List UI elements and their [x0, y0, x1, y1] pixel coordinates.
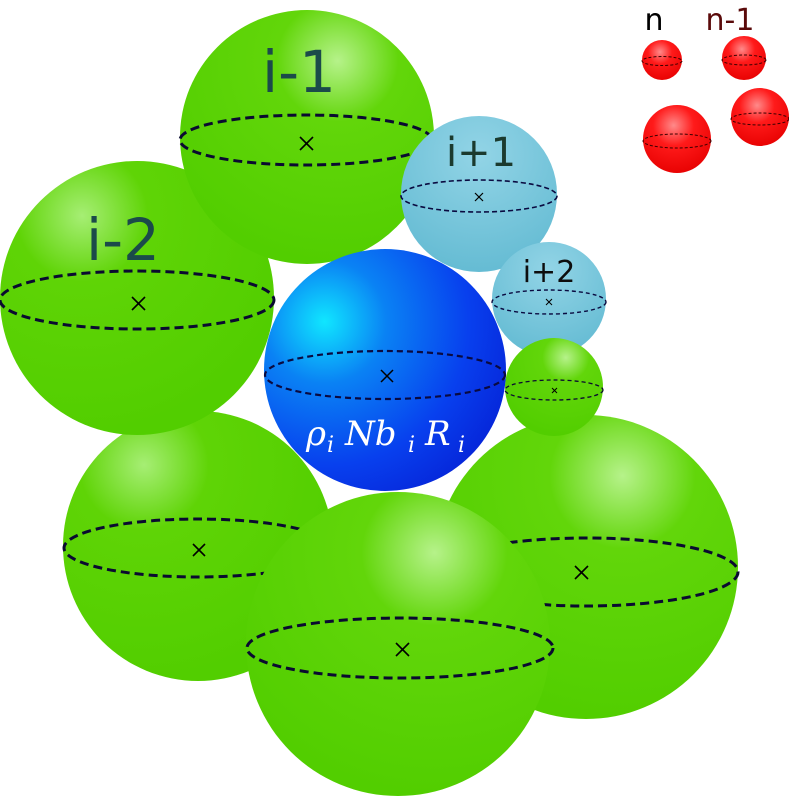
label-nb-subscript: i	[408, 433, 415, 458]
center-marker-icon	[192, 543, 206, 557]
red-sphere-n-top	[641, 40, 683, 80]
sphere-center-i: ρ i Nb i R i	[263, 249, 507, 491]
label-i-minus-1: i-1	[262, 38, 336, 106]
center-marker-icon	[131, 296, 146, 311]
red-sphere-n-minus-1-bottom	[730, 88, 789, 146]
red-sphere-group: n n-1	[641, 3, 789, 173]
sphere-i-plus-1: i+1	[400, 116, 558, 272]
sphere-i-minus-1: i-1	[178, 10, 434, 264]
sphere-i-minus-2: i-2	[0, 161, 276, 435]
label-rho: ρ	[305, 414, 326, 454]
center-marker-icon	[380, 369, 394, 383]
center-marker-icon	[551, 387, 558, 394]
label-n-minus-1: n-1	[706, 3, 755, 38]
label-center-formula: ρ i Nb i R i	[305, 414, 465, 458]
red-sphere-n-bottom	[642, 105, 712, 173]
label-nb: Nb	[344, 414, 397, 454]
center-marker-icon	[395, 642, 410, 657]
label-i-plus-1: i+1	[446, 130, 516, 176]
label-i-minus-2: i-2	[86, 206, 160, 274]
center-marker-icon	[574, 565, 589, 580]
label-r-subscript: i	[458, 433, 465, 458]
sphere-i-plus-2: i+2	[491, 242, 607, 356]
label-i-plus-2: i+2	[523, 255, 576, 290]
red-sphere-n-minus-1-top	[721, 36, 767, 80]
center-marker-icon	[299, 136, 314, 151]
label-n: n	[644, 3, 663, 38]
center-marker-icon	[545, 298, 553, 306]
label-rho-subscript: i	[327, 433, 334, 458]
label-r: R	[424, 414, 451, 454]
sphere-small-green	[504, 338, 604, 436]
sphere-bottom-middle	[245, 492, 555, 796]
center-marker-icon	[474, 192, 484, 202]
